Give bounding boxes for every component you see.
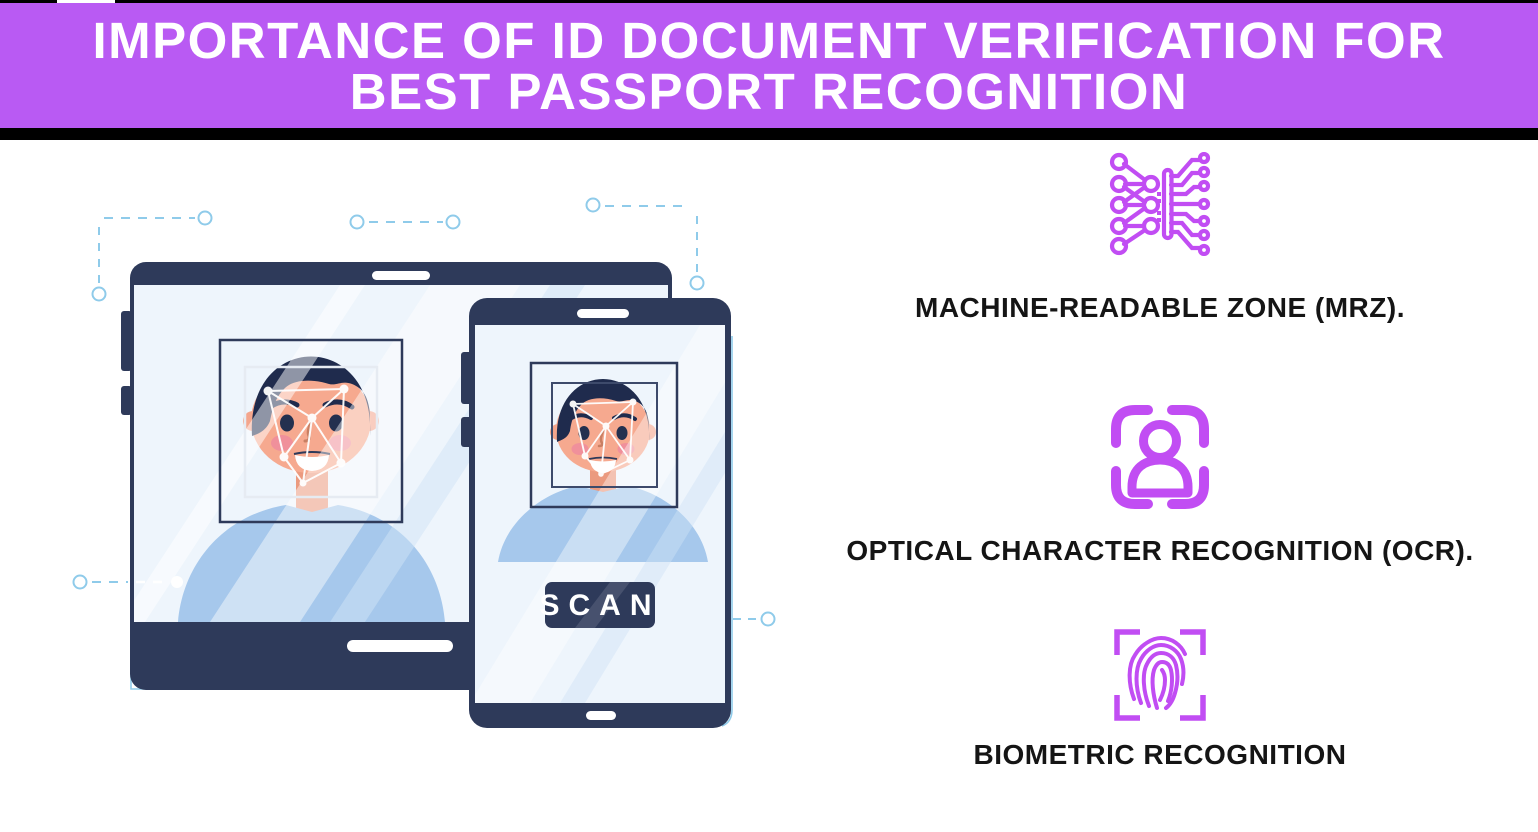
tablet-face-wireframe — [263, 384, 349, 487]
page-title-line1: IMPORTANCE OF ID DOCUMENT VERIFICATION F… — [92, 11, 1446, 69]
feature-mrz-label: MACHINE-READABLE ZONE (MRZ). — [915, 292, 1405, 323]
feature-bio: BIOMETRIC RECOGNITION — [790, 623, 1530, 771]
phone-camera-pill — [577, 309, 629, 318]
phone-face-wireframe — [569, 398, 637, 477]
page-title-line2: BEST PASSPORT RECOGNITION — [349, 62, 1189, 120]
feature-bio-label: BIOMETRIC RECOGNITION — [973, 739, 1347, 770]
phone-selection-outline — [721, 336, 733, 727]
scan-button: SCAN — [539, 582, 660, 628]
tablet-face-frame-inner — [243, 365, 379, 499]
person-scan-icon — [1111, 405, 1209, 509]
phone-home-pill — [586, 711, 616, 720]
scan-button-label: SCAN — [539, 589, 660, 622]
selection-dashes — [72, 197, 776, 627]
screen-dash-pointer — [136, 576, 183, 588]
tablet-camera-pill — [372, 271, 430, 280]
fingerprint-icon — [1114, 629, 1206, 721]
phone-face-frame-inner — [551, 382, 658, 488]
feature-mrz: MACHINE-READABLE ZONE (MRZ). — [790, 152, 1530, 324]
tablet-side-buttons — [121, 311, 132, 415]
top-border-line — [0, 0, 1538, 3]
phone-device: SCAN — [469, 298, 731, 728]
phone-face-frame-outer — [529, 361, 679, 509]
tablet-home-pill — [347, 640, 453, 652]
tablet-face-frame-outer — [218, 338, 404, 524]
page-title-banner: IMPORTANCE OF ID DOCUMENT VERIFICATION F… — [0, 3, 1538, 128]
circuit-network-icon — [1109, 152, 1211, 256]
header-divider-bar — [0, 128, 1538, 140]
top-border-gap — [57, 0, 115, 3]
device-scan-illustration: SCAN — [72, 197, 776, 728]
feature-ocr-label: OPTICAL CHARACTER RECOGNITION (OCR). — [846, 535, 1474, 566]
phone-screen-reflection — [475, 325, 725, 703]
feature-ocr: OPTICAL CHARACTER RECOGNITION (OCR). — [790, 401, 1530, 567]
